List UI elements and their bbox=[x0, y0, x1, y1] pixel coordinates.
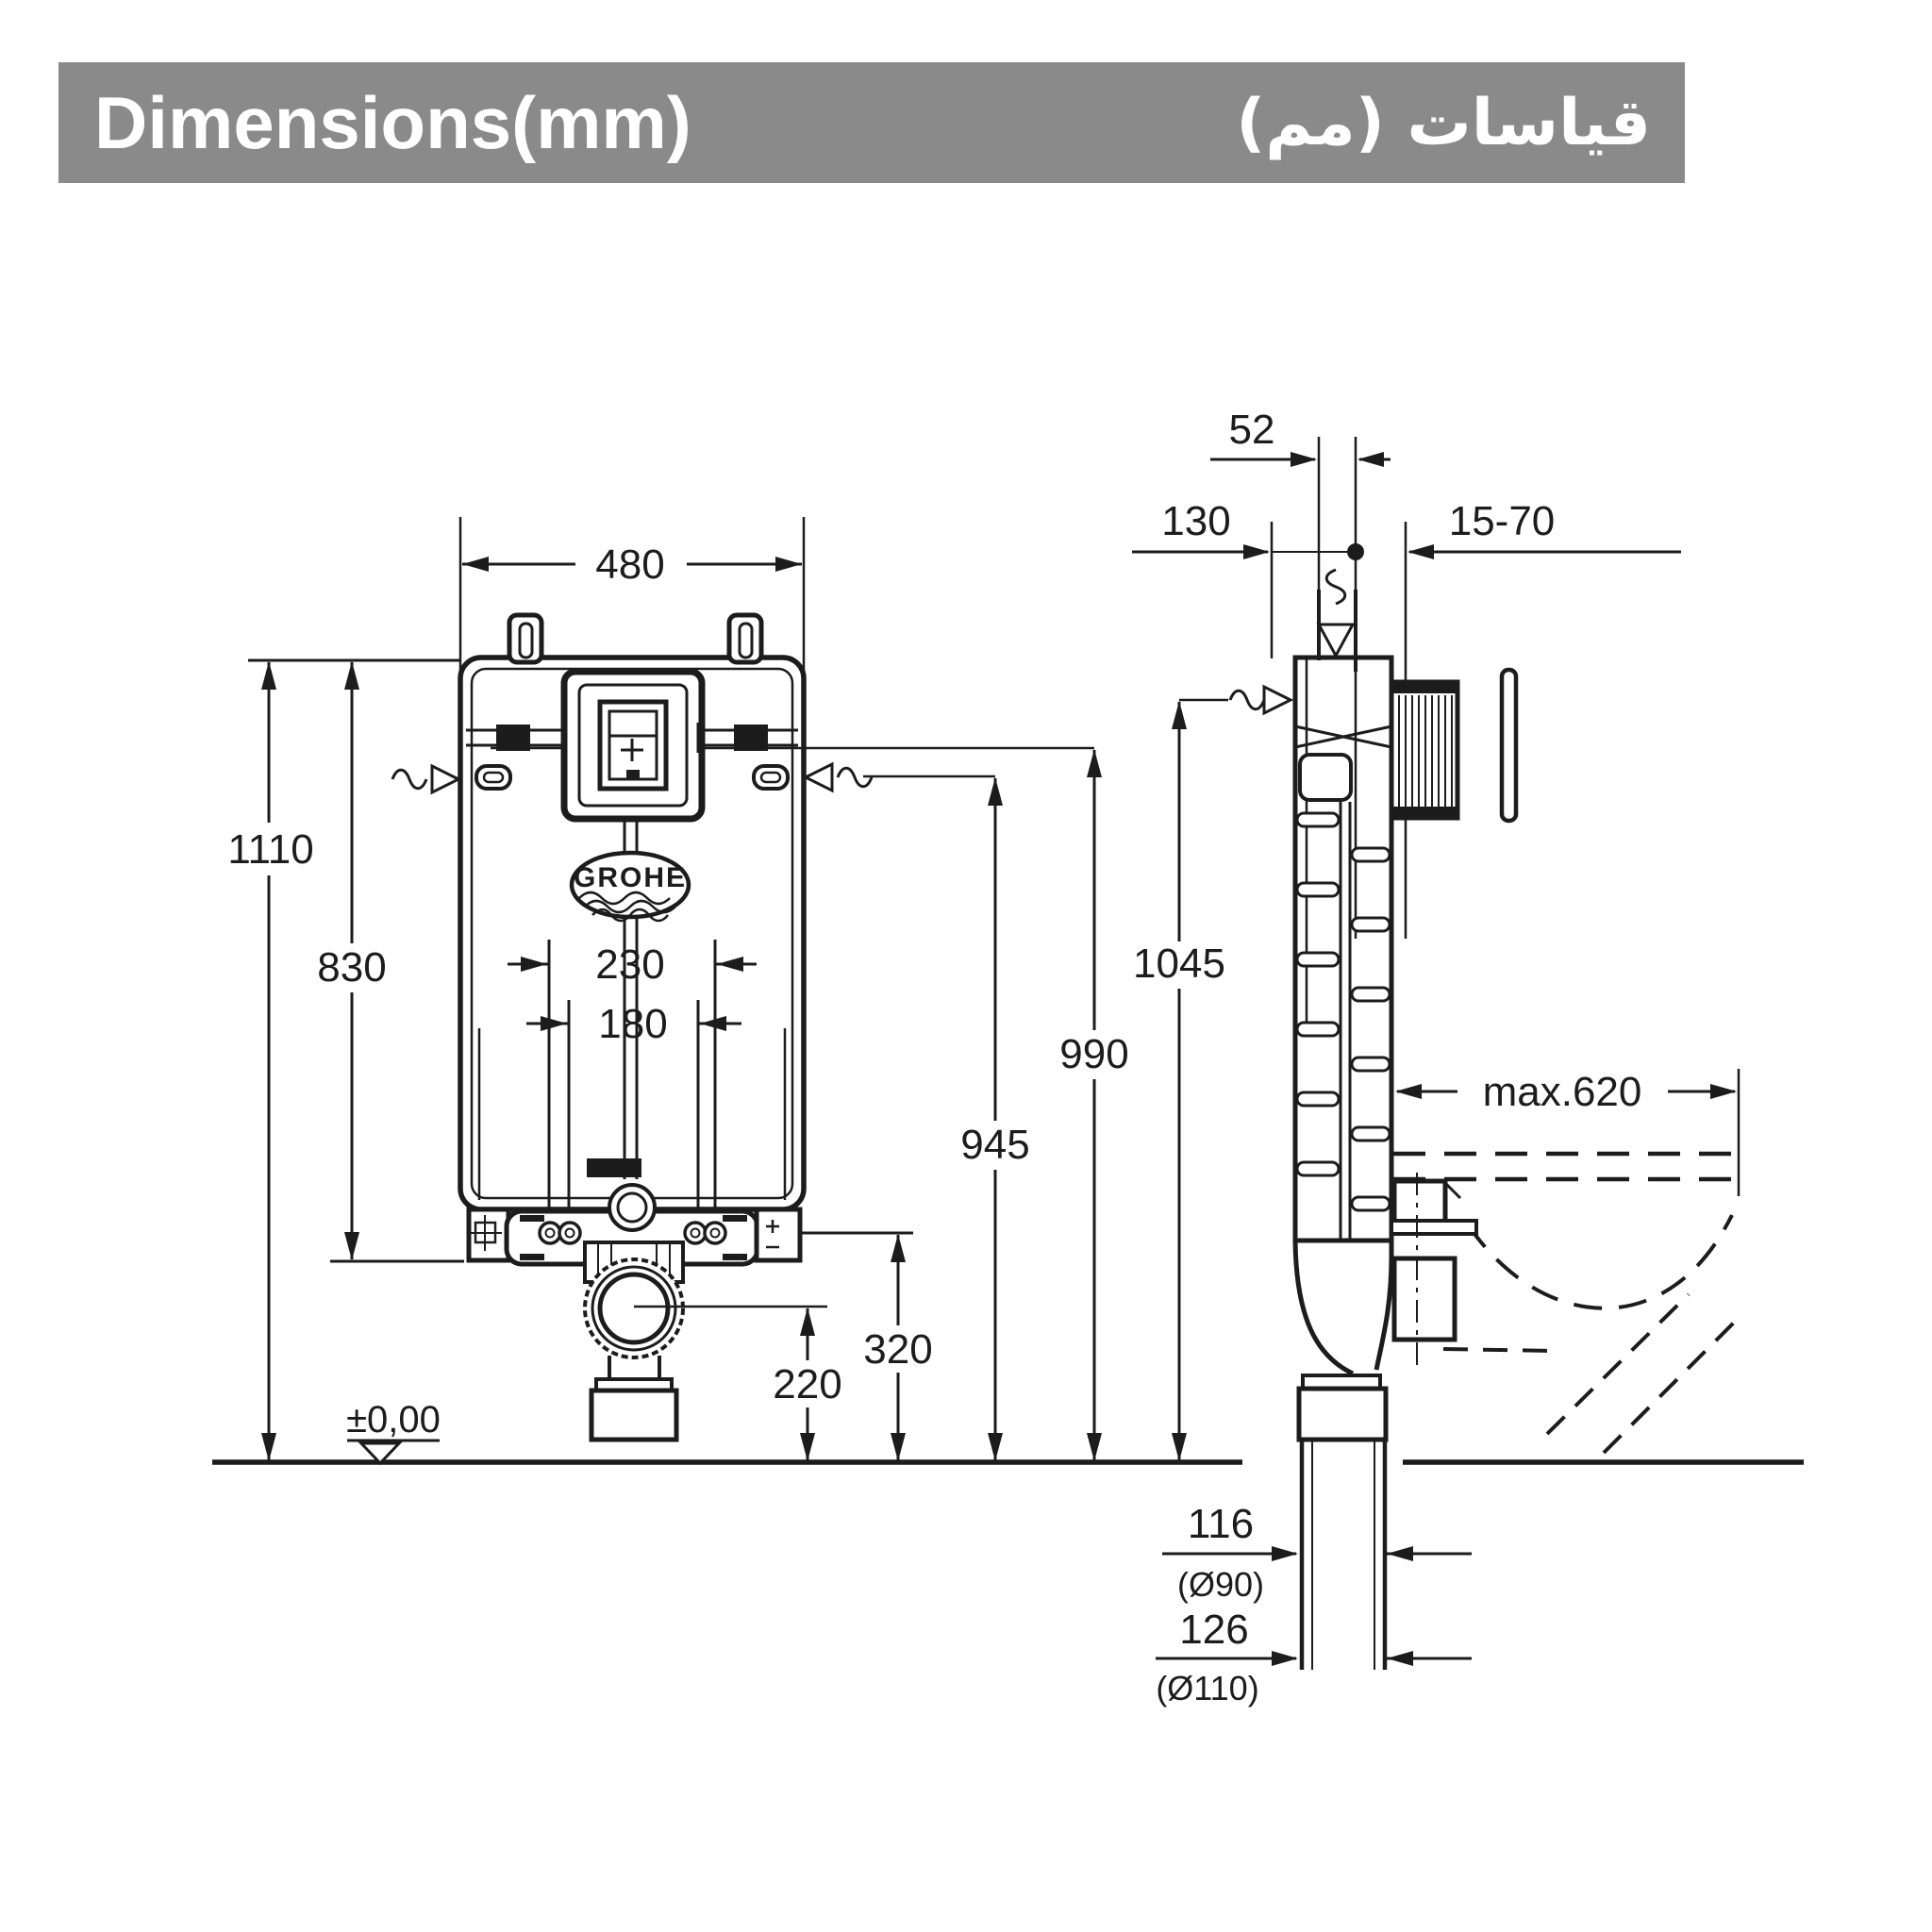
dim-label-220: 220 bbox=[773, 1361, 841, 1407]
dim-1045: 1045 bbox=[1133, 684, 1294, 1461]
dim-label-15-70: 15-70 bbox=[1449, 498, 1556, 544]
dim-label-990: 990 bbox=[1059, 1031, 1128, 1077]
dim-label-max620: max.620 bbox=[1483, 1069, 1642, 1115]
header-bar: Dimensions(mm) قياسات (مم) bbox=[58, 62, 1685, 183]
dim-116: 116 (Ø90) bbox=[1162, 1501, 1472, 1604]
side-view: 52 130 15-70 bbox=[1132, 407, 1745, 1707]
dim-max620: max.620 bbox=[1395, 1069, 1740, 1196]
dim-126: 126 (Ø110) bbox=[1156, 1607, 1472, 1707]
dim-220: 220 bbox=[773, 1307, 842, 1461]
water-inlet-arrow-right bbox=[802, 761, 874, 793]
floor-datum: ±0,00 bbox=[346, 1399, 441, 1466]
dim-830: 830 bbox=[317, 661, 464, 1263]
dim-990: 990 bbox=[1059, 749, 1129, 1461]
header-title-en: Dimensions(mm) bbox=[94, 80, 691, 164]
dim-label-dia110: (Ø110) bbox=[1156, 1669, 1258, 1707]
mounting-rail bbox=[466, 1183, 803, 1267]
dim-130: 130 bbox=[1132, 498, 1364, 658]
dim-230: 230 bbox=[508, 940, 757, 989]
flush-plate bbox=[560, 668, 706, 823]
dim-label-180: 180 bbox=[598, 1001, 667, 1047]
adjustable-sleeve bbox=[1389, 679, 1460, 821]
dim-label-130: 130 bbox=[1161, 498, 1230, 544]
dim-320: 320 bbox=[800, 1231, 933, 1461]
dim-label-116: 116 bbox=[1188, 1501, 1254, 1547]
dim-label-830: 830 bbox=[317, 944, 386, 991]
dim-945: 945 bbox=[863, 774, 1030, 1461]
dim-label-1045: 1045 bbox=[1133, 941, 1225, 987]
threaded-rods bbox=[466, 723, 798, 791]
frame-rods bbox=[547, 955, 717, 1212]
front-view: GROHE bbox=[227, 517, 1094, 1466]
grohe-logo-text: GROHE bbox=[574, 862, 687, 893]
dim-label-230: 230 bbox=[595, 941, 664, 988]
height-dims: 945 990 1045 bbox=[863, 684, 1294, 1461]
dim-label-945: 945 bbox=[960, 1122, 1029, 1168]
side-frame bbox=[1292, 655, 1394, 1243]
datum-label: ±0,00 bbox=[346, 1399, 441, 1441]
dim-180: 180 bbox=[526, 1000, 741, 1049]
header-title-ar: قياسات (مم) bbox=[1236, 85, 1651, 160]
dim-label-dia90: (Ø90) bbox=[1177, 1565, 1264, 1604]
wc-outline bbox=[1393, 1151, 1745, 1455]
side-outlet-elbow bbox=[1292, 1240, 1394, 1442]
dim-label-52: 52 bbox=[1229, 407, 1275, 453]
dim-52: 52 bbox=[1210, 407, 1391, 467]
dim-480: 480 bbox=[458, 517, 806, 696]
water-inlet-arrow-left bbox=[391, 763, 462, 795]
dim-label-480: 480 bbox=[595, 541, 664, 588]
dim-label-126: 126 bbox=[1179, 1607, 1248, 1653]
dim-15-70: 15-70 bbox=[1404, 498, 1681, 939]
outlet-elbow bbox=[583, 1241, 827, 1442]
dim-1110: 1110 bbox=[227, 658, 460, 1461]
dim-label-320: 320 bbox=[863, 1326, 932, 1373]
wc-bracket bbox=[1390, 1173, 1478, 1366]
waste-pipe bbox=[1299, 1440, 1388, 1670]
flush-plate-side bbox=[1499, 667, 1519, 824]
dim-label-1110: 1110 bbox=[227, 826, 313, 873]
grohe-logo: GROHE bbox=[569, 818, 691, 955]
hanger-clips bbox=[507, 612, 764, 665]
